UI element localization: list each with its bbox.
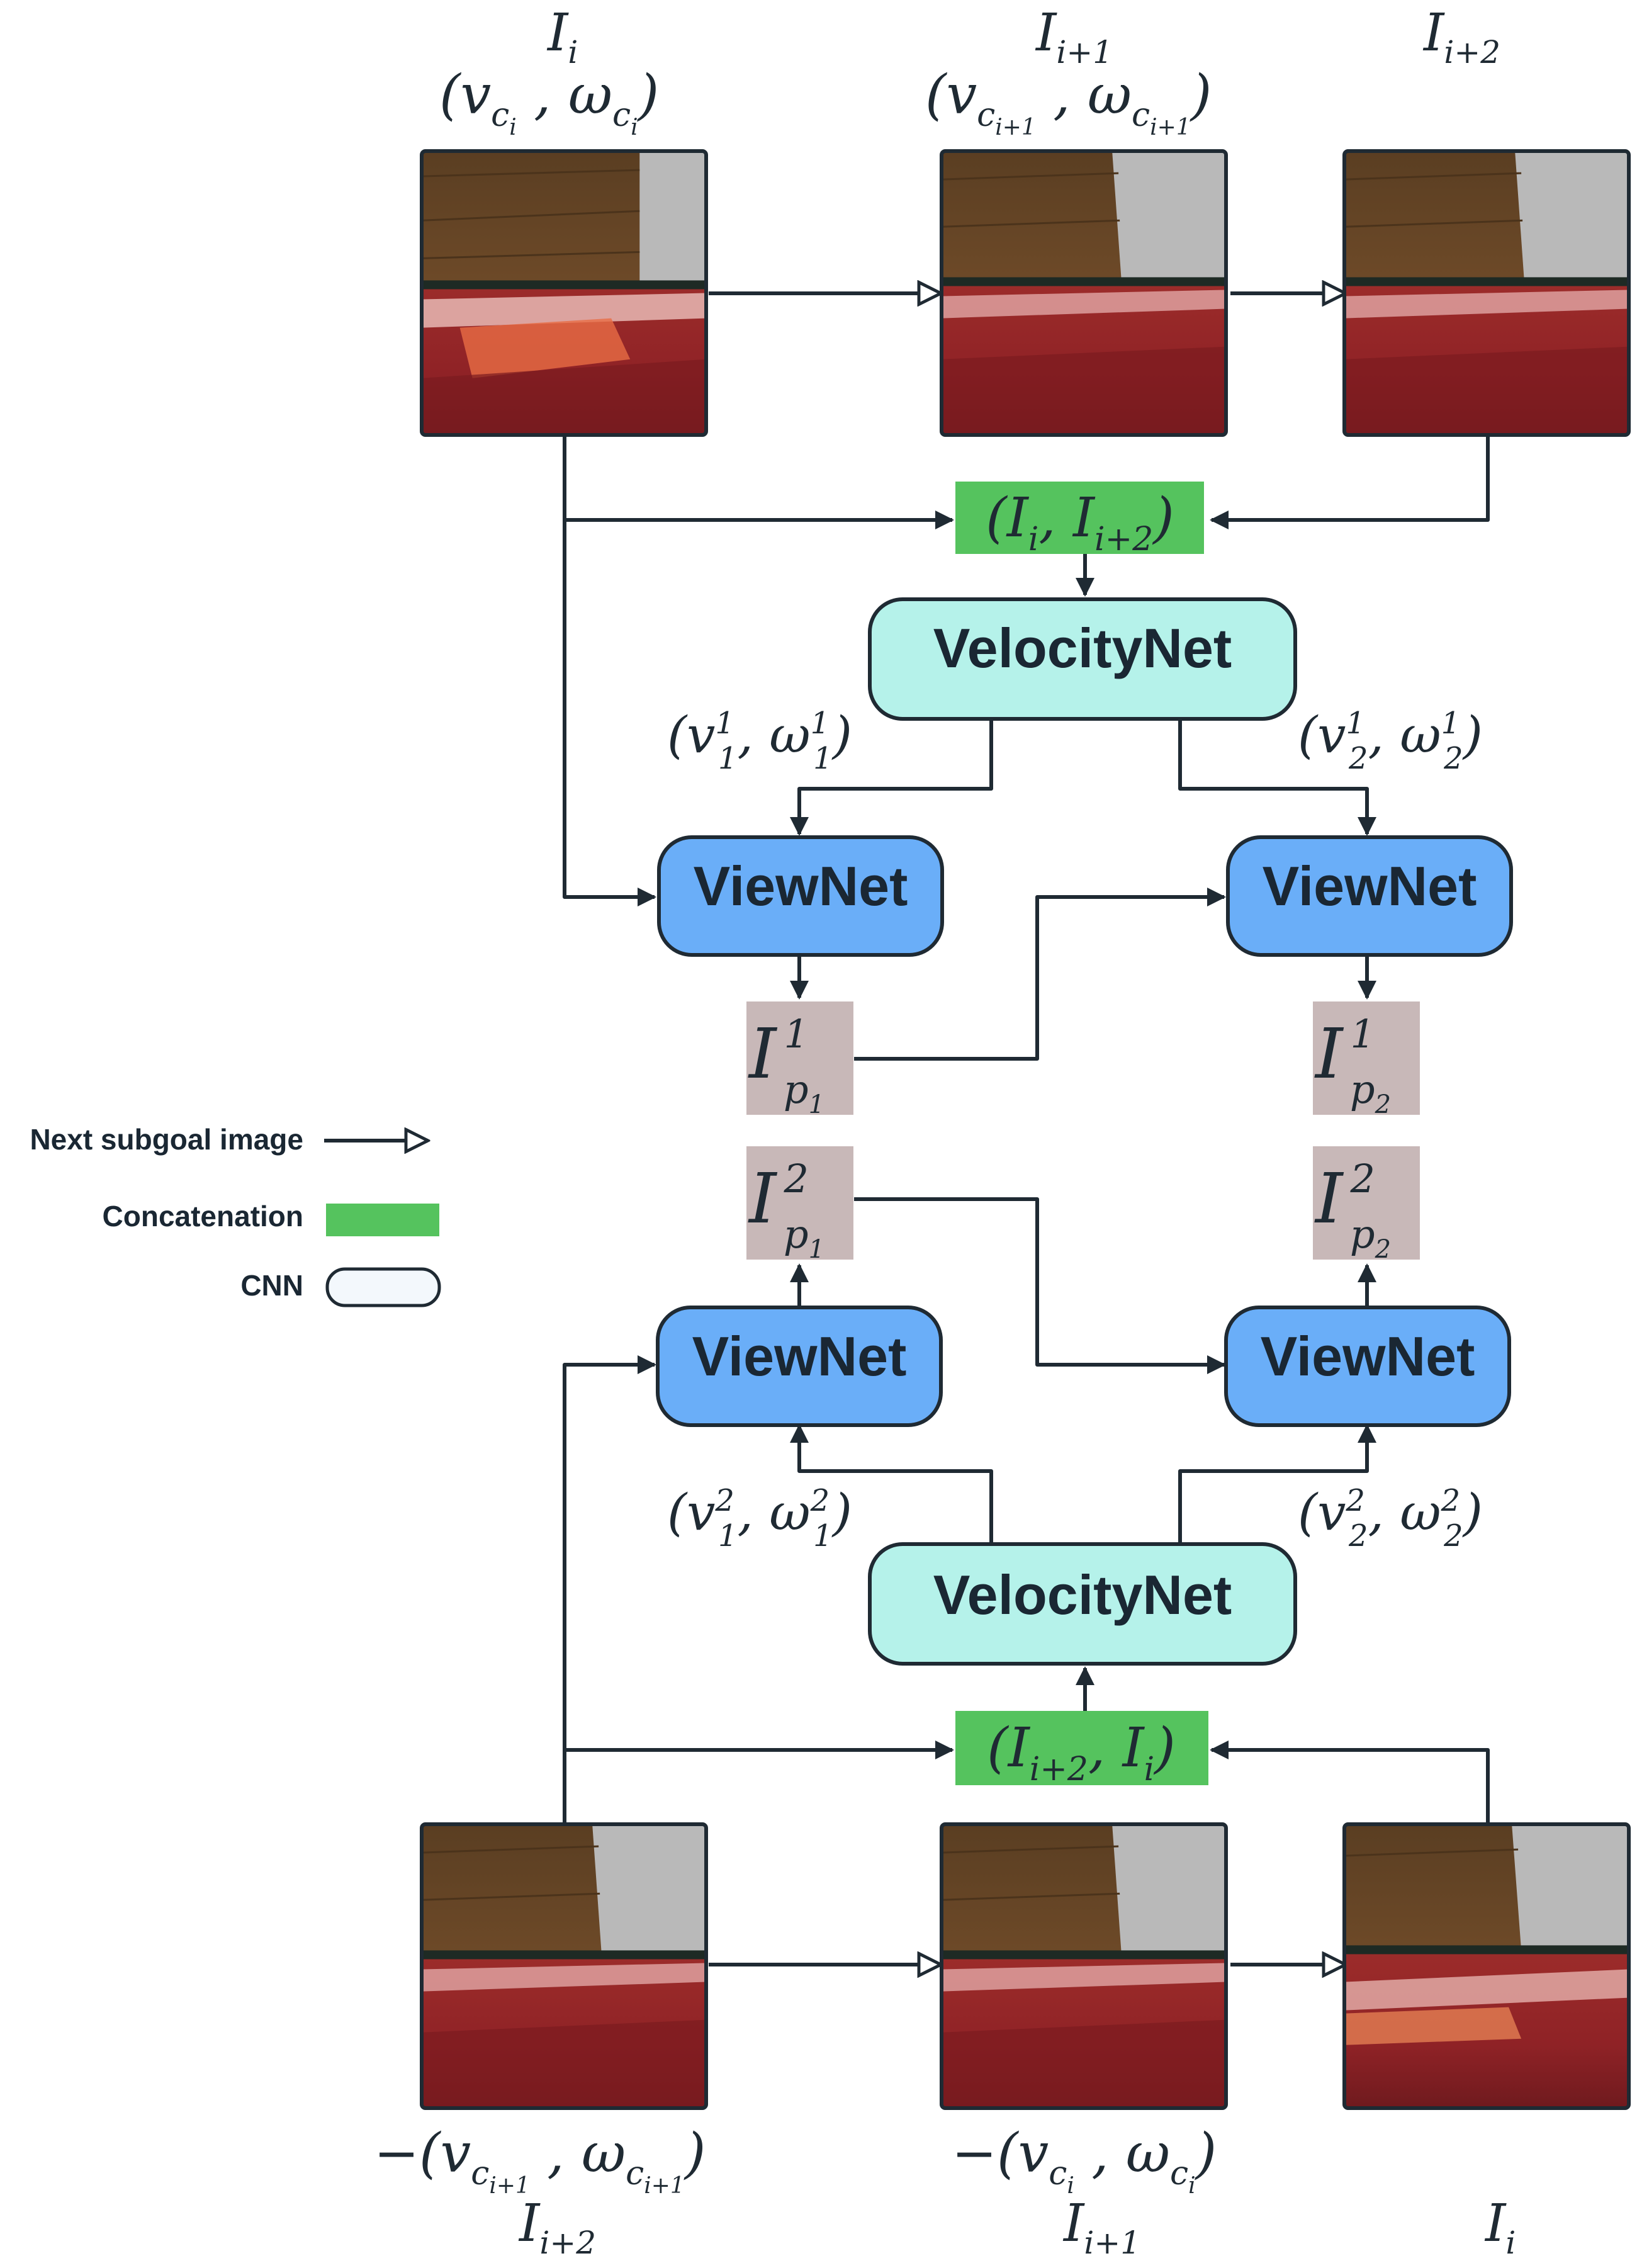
top-frame-1-velocity: (vci , ωci) (439, 64, 659, 140)
velocitynet-top (868, 597, 1297, 721)
cnn-legend-swatch (325, 1267, 441, 1307)
concat-box-bottom (955, 1711, 1208, 1785)
legend-concatenation-label: Concatenation (103, 1200, 303, 1233)
viewnet-top-left (657, 835, 944, 957)
arrow-bframe1-to-viewnet (563, 1355, 656, 1750)
pred-box-2-1 (1313, 1001, 1420, 1115)
bottom-frame-2-velocity: −(vci , ωci) (952, 2122, 1217, 2199)
bottom-frame-1-velocity: −(vci+1 , ωci+1) (374, 2122, 706, 2199)
viewnet-bottom-right (1224, 1306, 1511, 1427)
top-frame-1-label: Ii (546, 3, 578, 71)
frame-image-top-3 (1344, 151, 1629, 435)
pred-box-2-2 (1313, 1146, 1420, 1260)
arrow-pred-1-1-to-viewnet (854, 888, 1226, 1061)
arrow-pred-1-2-to-viewnet (854, 1197, 1226, 1374)
frame-image-bottom-2 (942, 1824, 1226, 2108)
viewnet-bottom-left (656, 1306, 943, 1427)
concatenation-legend-swatch (326, 1204, 439, 1236)
bottom-frame-3-label: Ii (1484, 2194, 1516, 2261)
viewnet-bottom-left-label: ViewNet (692, 1325, 907, 1387)
velocitynet-top-label: VelocityNet (933, 617, 1232, 679)
arrow-bframe1-to-concat (563, 1740, 954, 1822)
bottom-frames (420, 1822, 1631, 2110)
top-frame-3-label: Ii+2 (1422, 3, 1500, 71)
legend: Next subgoal image Concatenation CNN (30, 1123, 441, 1307)
concat-top-label: (Ii, Ii+2) (986, 487, 1174, 558)
frame-image-bottom-1 (422, 1824, 706, 2108)
arrow-velnet2-to-viewnet-right (1178, 1424, 1376, 1542)
arrow-frame1-to-viewnet (563, 520, 656, 906)
viewnet-top-right-label: ViewNet (1263, 855, 1477, 917)
concat-box-top (955, 482, 1204, 554)
connectors (563, 293, 1490, 1965)
velocitynet-bottom-label: VelocityNet (933, 1564, 1232, 1626)
arrow-velnet-to-viewnet-left (790, 719, 993, 836)
viewnet-top-right (1226, 835, 1513, 957)
frame-image-bottom-3 (1344, 1824, 1629, 2108)
bottom-frame-2-label: Ii+1 (1062, 2194, 1140, 2261)
arrow-frame1-to-concat (563, 436, 954, 529)
legend-cnn-label: CNN (240, 1269, 303, 1302)
pred-box-1-1 (746, 1001, 853, 1115)
top-frame-2-velocity: (vci+1 , ωci+1) (925, 64, 1212, 140)
frame-image-top-2 (942, 151, 1226, 435)
pred-box-1-2 (746, 1146, 853, 1260)
arrow-velnet2-to-viewnet-left (790, 1424, 993, 1542)
viewnet-bottom-right-label: ViewNet (1261, 1325, 1475, 1387)
velocitynet-bottom (868, 1542, 1297, 1666)
arrow-velnet-to-viewnet-right (1178, 719, 1376, 836)
arrow-frame3-to-concat (1210, 436, 1490, 529)
frame-image-top-1 (422, 151, 706, 435)
legend-next-subgoal-label: Next subgoal image (30, 1123, 303, 1156)
top-frame-2-label: Ii+1 (1035, 3, 1113, 71)
top-frames (420, 149, 1631, 437)
bottom-frame-1-label: Ii+2 (518, 2194, 596, 2261)
concat-bottom-label: (Ii+2, Ii) (987, 1717, 1176, 1788)
viewnet-top-left-label: ViewNet (694, 855, 908, 917)
arrow-bframe3-to-concat (1210, 1740, 1490, 1822)
